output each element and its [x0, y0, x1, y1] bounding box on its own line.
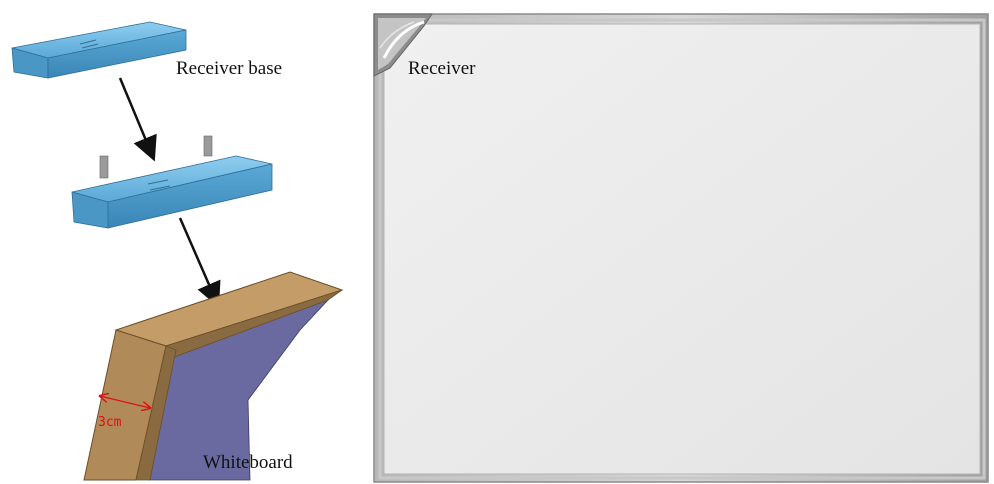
receiver-label: Receiver: [408, 58, 476, 79]
whiteboard-label: Whiteboard: [203, 452, 293, 473]
whiteboard-frame-shape: [83, 271, 344, 481]
receiver-panel: [373, 13, 989, 483]
receiver-unit-shape: [71, 135, 273, 229]
receiver-base-shape: [11, 21, 187, 79]
arrow-receiver-to-whiteboard: [178, 217, 221, 308]
arrow-base-to-receiver: [118, 77, 157, 162]
receiver-base-label: Receiver base: [176, 58, 283, 79]
measure-arrow: [100, 396, 150, 408]
measurement-label: 3cm: [98, 415, 122, 430]
receiver-corner-icon: [373, 13, 433, 77]
